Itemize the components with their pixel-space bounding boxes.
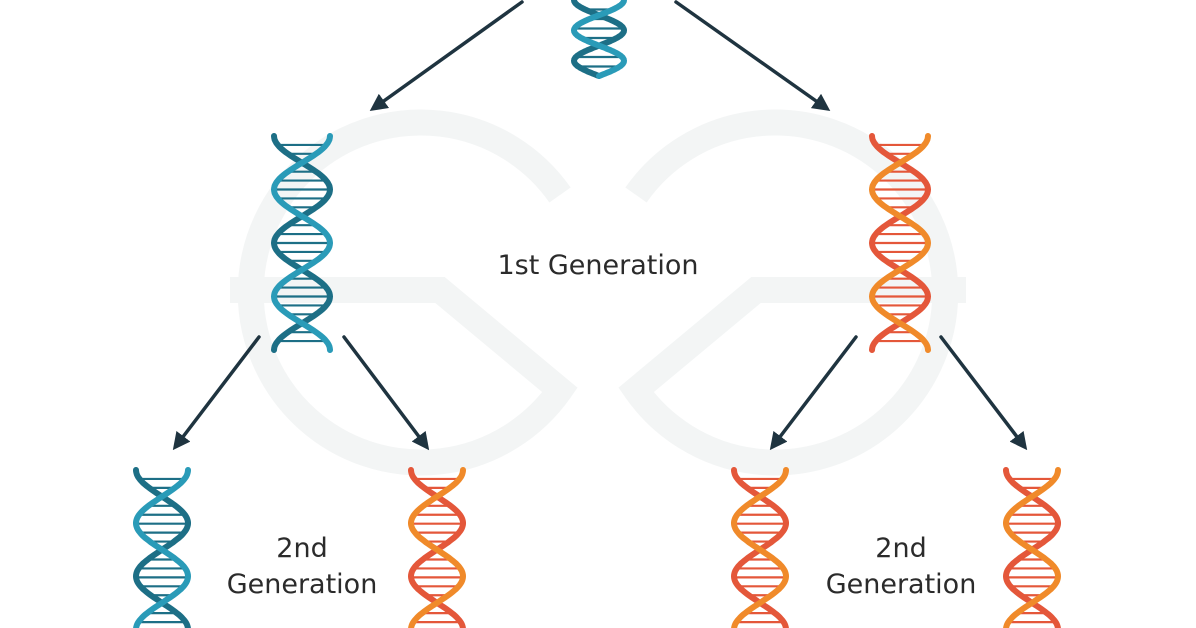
dna-helix-icon bbox=[868, 133, 932, 353]
helix-strand-front bbox=[570, 0, 628, 79]
dna-helix-icon bbox=[570, 0, 628, 79]
dna-helix-icon bbox=[1002, 467, 1062, 628]
first-generation-label: 1st Generation bbox=[497, 250, 699, 281]
helix-strand-back bbox=[868, 133, 932, 353]
dna-helix-icon bbox=[407, 467, 467, 628]
dna-helix-icon bbox=[730, 467, 790, 628]
helix-strand-front bbox=[731, 467, 790, 628]
helix-strand-back bbox=[570, 0, 628, 79]
second-generation-line2: Generation bbox=[226, 569, 378, 600]
second-generation-label-right: 2nd Generation bbox=[801, 531, 1001, 603]
helix-strand-front bbox=[1003, 467, 1062, 628]
arrow-down-icon bbox=[939, 335, 1028, 451]
watermark-right-arc bbox=[618, 109, 966, 476]
arrow-down-icon bbox=[674, 0, 831, 112]
dna-helix-icon bbox=[270, 133, 334, 353]
helix-strand-front bbox=[868, 133, 932, 353]
arrows bbox=[172, 0, 1028, 451]
dna-helix-icon bbox=[132, 467, 192, 628]
helix-strand-front bbox=[408, 467, 467, 628]
arrow-down-icon bbox=[172, 335, 261, 451]
arrow-down-icon bbox=[769, 335, 858, 451]
arrow-down-icon bbox=[342, 335, 430, 451]
watermark bbox=[230, 109, 966, 476]
helix-strand-front bbox=[133, 467, 192, 628]
arrow-down-icon bbox=[369, 0, 524, 112]
second-generation-label-left: 2nd Generation bbox=[202, 531, 402, 603]
second-generation-line2: Generation bbox=[825, 569, 977, 600]
second-generation-line1: 2nd bbox=[276, 533, 328, 564]
helix-strand-back bbox=[270, 133, 334, 353]
second-generation-line1: 2nd bbox=[875, 533, 927, 564]
watermark-left-arc bbox=[230, 109, 578, 476]
helix-strand-front bbox=[270, 133, 334, 353]
